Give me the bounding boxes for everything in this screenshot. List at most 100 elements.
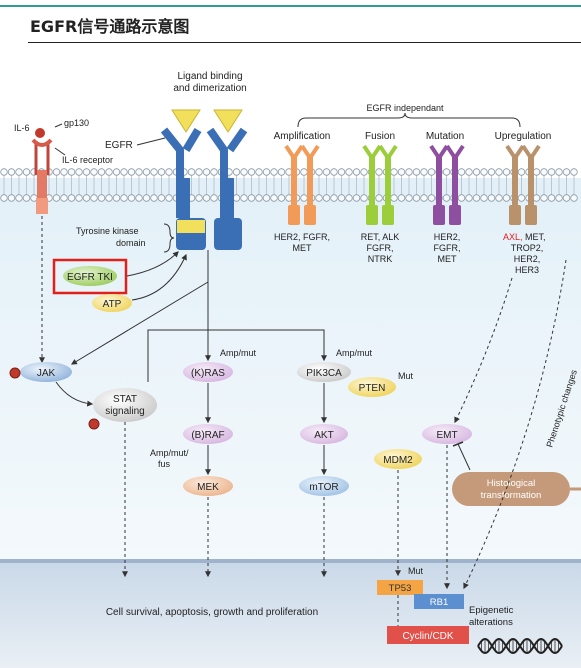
header-underline: [28, 42, 581, 43]
lipid-head: [300, 194, 308, 202]
pten-mut-label: Mut: [398, 371, 414, 381]
lipid-head: [412, 194, 421, 202]
lipid-head: [360, 194, 368, 202]
mdm2-node: [374, 449, 422, 469]
lipid-head: [300, 168, 308, 176]
egfr-receptor-dimer: [160, 127, 248, 250]
lipid-head: [442, 194, 451, 202]
axl-label: AXL,: [503, 232, 523, 242]
lipid-head: [150, 168, 158, 176]
tk-domain-highlight: [177, 220, 205, 233]
fusion-label: Fusion: [365, 131, 395, 142]
lipid-head: [405, 168, 413, 176]
lipid-head: [375, 168, 383, 176]
lipid-head: [472, 194, 481, 202]
emt-label: EMT: [436, 430, 457, 441]
akt-label: AKT: [314, 430, 333, 441]
amplification-receptor: [284, 144, 320, 225]
lipid-head: [270, 168, 278, 176]
lipid-head: [157, 194, 166, 202]
lipid-head: [165, 168, 173, 176]
mek-label: MEK: [197, 482, 219, 493]
lipid-head: [232, 194, 241, 202]
lipid-head: [540, 194, 548, 202]
lipid-head: [105, 194, 113, 202]
kras-ampmut-label: Amp/mut: [220, 348, 257, 358]
lipid-head: [330, 168, 338, 176]
lipid-head: [82, 168, 91, 176]
lipid-head: [487, 168, 496, 176]
lipid-head: [22, 168, 31, 176]
lipid-head: [157, 168, 166, 176]
lipid-head: [60, 194, 68, 202]
lipid-head: [472, 168, 481, 176]
braf-label: (B)RAF: [191, 430, 224, 441]
pik3ca-node: [297, 362, 351, 382]
lipid-head: [15, 168, 23, 176]
ligand-label-line2: and dimerization: [173, 83, 246, 94]
amp-targets-line2: MET: [293, 243, 313, 253]
lipid-head: [7, 194, 16, 202]
tp53-label: TP53: [389, 583, 412, 594]
fusion-targets-line3: NTRK: [368, 254, 393, 264]
lipid-head: [517, 168, 526, 176]
lipid-head: [562, 194, 571, 202]
atp-label: ATP: [103, 299, 122, 310]
lipid-head: [52, 194, 61, 202]
upreg-targets-line1: AXL, MET,: [503, 232, 546, 242]
lipid-head: [570, 194, 578, 202]
lipid-head: [502, 194, 511, 202]
lipid-head: [532, 168, 541, 176]
lipid-head: [60, 168, 68, 176]
lipid-head: [457, 194, 466, 202]
lipid-head: [345, 168, 353, 176]
lipid-head: [397, 168, 406, 176]
tki-highlight-box: [52, 258, 128, 295]
braf-node: [183, 424, 233, 444]
lipid-head: [322, 194, 331, 202]
epigenetic-label-line2: alterations: [469, 617, 513, 628]
lipid-head: [465, 194, 473, 202]
nucleus-background: [0, 560, 581, 668]
lipid-head: [570, 168, 578, 176]
lipid-head: [82, 194, 91, 202]
braf-ampmutfus-line2: fus: [158, 459, 171, 469]
upreg-targets-line4: HER3: [515, 265, 539, 275]
pik3ca-label: PIK3CA: [306, 368, 342, 379]
lipid-head: [240, 168, 248, 176]
fusion-receptor: [362, 144, 398, 225]
lipid-head: [405, 194, 413, 202]
lipid-head: [135, 194, 143, 202]
lipid-head: [97, 194, 106, 202]
lipid-head: [120, 194, 128, 202]
lipid-head: [105, 168, 113, 176]
lipid-head: [240, 194, 248, 202]
lipid-head: [67, 168, 76, 176]
mut-targets-line1: HER2,: [434, 232, 461, 242]
il6-ligand: [35, 128, 45, 138]
lipid-head: [165, 194, 173, 202]
lipid-head: [540, 168, 548, 176]
lipid-head: [142, 168, 151, 176]
akt-node: [300, 424, 348, 444]
lipid-head: [135, 168, 143, 176]
nuclear-membrane: [0, 559, 581, 563]
fusion-targets-line1: RET, ALK: [361, 232, 400, 242]
pten-node: [348, 377, 396, 397]
lipid-head: [427, 194, 436, 202]
lipid-head: [390, 168, 398, 176]
mutation-label: Mutation: [426, 131, 464, 142]
lipid-head: [345, 194, 353, 202]
lipid-head: [502, 168, 511, 176]
lipid-head: [112, 168, 121, 176]
lipid-head: [562, 168, 571, 176]
gp130-label: gp130: [64, 118, 89, 128]
lipid-head: [127, 168, 136, 176]
lipid-head: [127, 194, 136, 202]
header-accent-line: [0, 5, 581, 7]
lipid-head: [390, 194, 398, 202]
upregulation-label: Upregulation: [495, 131, 552, 142]
pik3ca-ampmut-label: Amp/mut: [336, 348, 373, 358]
lipid-head: [195, 168, 203, 176]
lipid-head: [150, 194, 158, 202]
